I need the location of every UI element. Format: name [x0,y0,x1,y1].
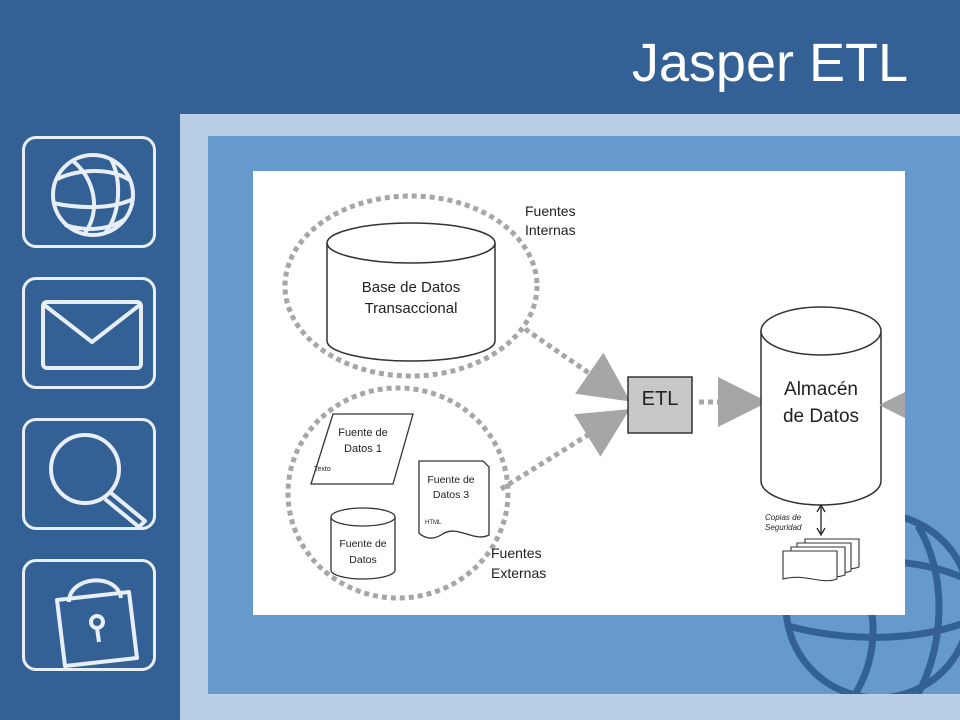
transactional-db-label-1: Base de Datos [362,279,460,296]
arrow-internal-to-etl [523,326,631,402]
page-title: Jasper ETL [631,33,908,93]
backup-label-2: Seguridad [765,523,802,532]
mail-icon [41,300,143,370]
backup-label-1: Copias de [765,513,802,522]
data-source-2-cylinder [330,507,396,580]
etl-diagram: Fuentes Internas Base de Datos Transacci… [253,171,905,615]
internal-sources-boundary [282,193,540,379]
lock-tile[interactable] [22,559,156,671]
internal-sources-label-1: Fuentes [525,203,576,219]
transactional-db-label-2: Transaccional [365,300,458,317]
warehouse-label-1: Almacén [784,379,858,400]
data-source-2-label-2: Datos [349,554,376,566]
data-source-1-label-2: Datos 1 [344,443,382,455]
etl-label: ETL [642,388,679,410]
data-source-3-document [418,460,490,539]
data-source-1-tag: Texto [314,466,331,473]
search-icon [49,433,147,529]
data-source-1-label-1: Fuente de [338,427,388,439]
lock-icon [55,578,139,668]
data-source-3-label-2: Datos 3 [433,489,469,501]
globe-tile[interactable] [22,136,156,248]
transactional-db-cylinder [326,222,496,362]
warehouse-cylinder [760,306,882,506]
external-sources-label-2: Externas [491,565,546,581]
internal-sources-label-2: Internas [525,222,576,238]
backup-stack-icon [782,538,860,582]
header-bar: Jasper ETL [0,0,960,114]
data-source-2-label-1: Fuente de [339,538,386,550]
backup-double-arrow [816,503,826,537]
data-source-3-label-1: Fuente de [427,474,474,486]
search-tile[interactable] [22,418,156,530]
mail-tile[interactable] [22,277,156,389]
external-sources-label-1: Fuentes [491,545,542,561]
arrow-external-to-etl [499,409,630,492]
etl-box [627,376,693,434]
data-source-1-shape [310,413,414,485]
globe-icon [51,153,135,237]
warehouse-label-2: de Datos [783,406,859,427]
external-sources-boundary [285,385,511,601]
data-source-3-tag: HTML [425,520,442,526]
